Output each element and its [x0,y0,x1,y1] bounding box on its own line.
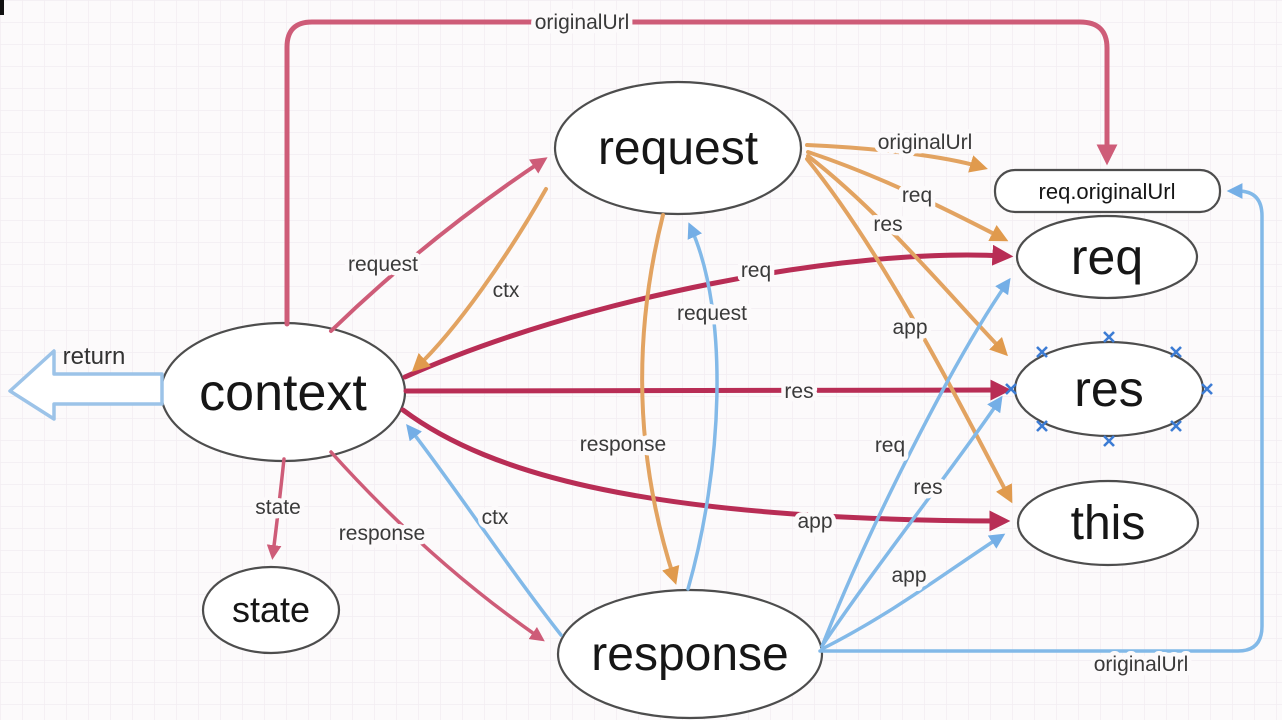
edge-context-request[interactable] [329,157,548,333]
label-context-response: response [339,522,425,545]
node-request[interactable]: request [553,80,803,216]
edge-request-originalurl[interactable] [805,143,988,173]
label-request-res: res [873,213,902,236]
label-context-request: request [348,253,418,276]
node-this[interactable]: this [1016,479,1200,567]
node-context-label: context [199,364,367,422]
node-state[interactable]: state [201,565,341,655]
return-arrow[interactable]: return [8,343,164,421]
node-response[interactable]: response [556,588,824,720]
selection-handle-n[interactable] [1103,331,1115,343]
label-context-state: state [255,496,301,519]
selection-handle-e[interactable] [1201,383,1213,395]
edge-context-response[interactable] [329,450,545,642]
edge-response-res[interactable] [820,395,1003,648]
return-arrow-shape[interactable] [8,349,164,421]
edge-request-req[interactable] [806,150,1009,242]
edge-context-this[interactable] [400,407,1011,532]
label-response-ctx: ctx [482,506,509,529]
edge-response-ctx[interactable] [406,424,563,637]
selection-handles-res [1005,331,1213,447]
selection-handle-sw[interactable] [1036,420,1048,432]
capture-artifact [0,0,4,15]
node-res[interactable]: res [1013,340,1205,438]
edge-request-res[interactable] [806,154,1008,357]
selection-handle-ne[interactable] [1170,346,1182,358]
node-this-label: this [1071,497,1146,550]
edges-from-response-blue [406,183,1264,653]
edge-context-res[interactable] [403,379,1012,401]
node-context[interactable]: context [159,321,407,463]
edge-labels: originalUrl request state response req r… [251,7,1193,681]
node-request-label: request [598,122,758,175]
label-response-res: res [913,476,942,499]
selection-handle-nw[interactable] [1036,346,1048,358]
edge-context-req[interactable] [402,244,1014,380]
edges-from-context-rose [266,19,1118,642]
label-request-ctx: ctx [493,279,520,302]
edge-response-req[interactable] [821,277,1011,646]
edge-request-ctx[interactable] [411,187,548,372]
label-request-this-app: app [892,316,927,339]
node-req-label: req [1071,229,1143,285]
edge-request-response[interactable] [640,213,680,585]
edge-response-originalurl[interactable] [818,183,1264,653]
selection-handle-se[interactable] [1170,420,1182,432]
node-req[interactable]: req [1015,214,1199,300]
label-response-originalurl: originalUrl [1094,653,1189,676]
selection-handle-s[interactable] [1103,435,1115,447]
label-request-req: req [902,184,932,207]
node-req-originalurl-label: req.originalUrl [1039,179,1176,204]
label-response-req: req [875,434,905,457]
node-response-label: response [591,628,788,681]
return-arrow-label: return [63,343,126,370]
edge-response-request[interactable] [686,222,719,591]
label-context-this-app: app [797,510,832,533]
label-context-originalurl: originalUrl [535,11,630,34]
label-response-this-app: app [891,564,926,587]
edges-from-request-orange [411,143,1013,585]
label-context-res: res [784,380,813,403]
node-req-originalurl[interactable]: req.originalUrl [993,168,1222,214]
label-context-req: req [741,259,771,282]
label-request-originalurl: originalUrl [878,131,973,154]
edge-context-state[interactable] [266,457,286,560]
edge-context-originalurl[interactable] [284,19,1118,327]
label-request-response: response [580,433,666,456]
edge-request-this[interactable] [805,157,1013,504]
label-response-request: request [677,302,747,325]
edge-response-this[interactable] [820,533,1006,651]
selection-handle-w[interactable] [1005,383,1017,395]
node-state-label: state [232,589,310,630]
edges-from-context-crimson [400,244,1014,532]
node-res-label: res [1074,361,1143,417]
